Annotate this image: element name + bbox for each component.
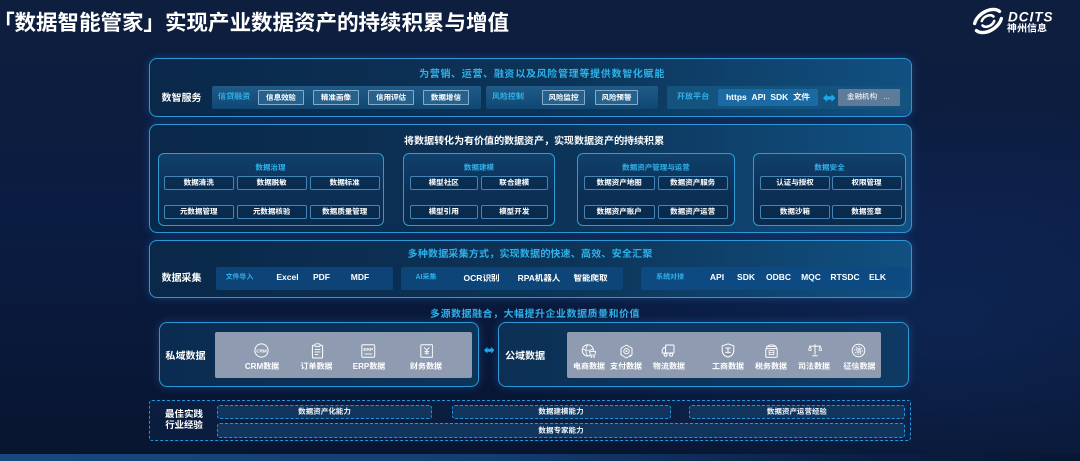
svg-text:神州信息: 神州信息 (1007, 22, 1047, 35)
svg-text:CRM: CRM (256, 348, 267, 353)
svg-text:信: 信 (855, 348, 861, 355)
svg-text:ERP: ERP (363, 347, 374, 353)
svg-text:DCITS: DCITS (1008, 10, 1054, 25)
